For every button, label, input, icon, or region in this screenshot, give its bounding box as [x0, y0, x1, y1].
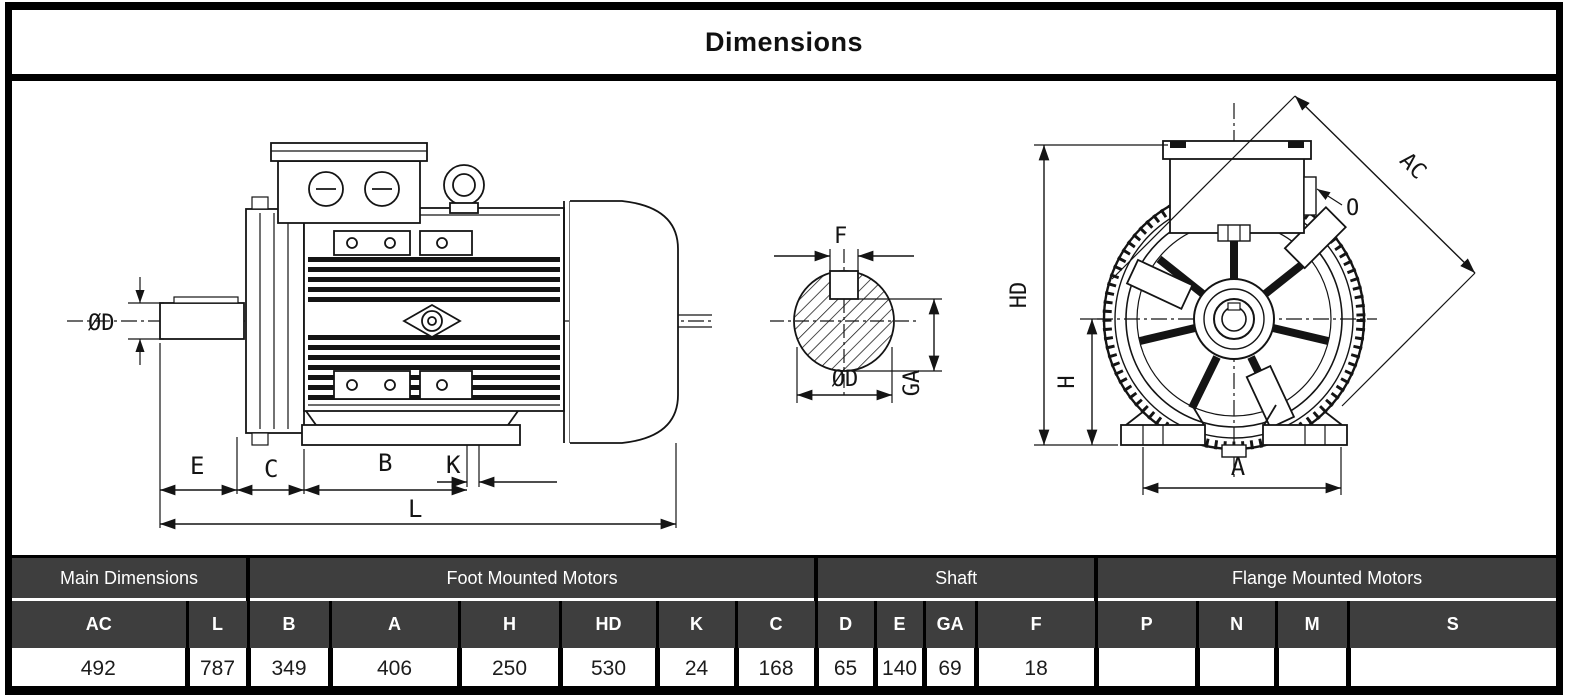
dim-label-c: C [264, 455, 278, 483]
side-view-labels: ØD E C B K L [88, 311, 461, 523]
col-header-f: F [976, 599, 1098, 651]
value-f: 18 [976, 649, 1099, 690]
col-header-l: L [187, 599, 250, 651]
value-c: 168 [736, 649, 819, 690]
col-header-ac: AC [12, 599, 189, 651]
value-s [1348, 649, 1556, 690]
value-hd: 530 [560, 649, 660, 690]
col-header-p: P [1096, 599, 1199, 651]
col-header-hd: HD [560, 599, 659, 651]
value-k: 24 [657, 649, 739, 690]
side-view-drawing [67, 142, 712, 530]
col-header-k: K [657, 599, 738, 651]
drawing-area: ØD E C B K L [12, 81, 1556, 555]
dim-label-section-diameter: ØD [832, 367, 859, 392]
value-ga: 69 [924, 649, 979, 690]
dim-label-ac: AC [1394, 148, 1430, 184]
shaft-section-labels: F GA ØD [832, 224, 925, 396]
value-b: 349 [248, 649, 333, 690]
col-header-e: E [875, 599, 926, 651]
dim-label-h: H [1055, 375, 1080, 388]
table-column-header-row: AC L B A H HD K C D E GA F P N M S [12, 599, 1556, 651]
col-header-s: S [1348, 599, 1556, 651]
value-ac: 492 [12, 649, 190, 690]
dimension-table: Main Dimensions Foot Mounted Motors Shaf… [12, 555, 1556, 690]
col-header-n: N [1197, 599, 1278, 651]
col-header-h: H [459, 599, 562, 651]
value-e: 140 [875, 649, 927, 690]
col-header-ga: GA [924, 599, 978, 651]
dim-label-o: O [1346, 196, 1359, 221]
group-header-main-dimensions: Main Dimensions [12, 556, 250, 601]
group-header-flange-mounted: Flange Mounted Motors [1096, 556, 1556, 601]
value-l: 787 [187, 649, 251, 690]
dim-label-shaft-diameter: ØD [88, 311, 115, 336]
dimension-table-section: Main Dimensions Foot Mounted Motors Shaf… [12, 555, 1556, 690]
dim-label-f: F [834, 224, 847, 249]
dim-label-l: L [408, 495, 422, 523]
title-bar: Dimensions [12, 10, 1556, 81]
col-header-d: D [816, 599, 877, 651]
dim-label-a: A [1231, 453, 1246, 481]
front-view-drawing [1034, 95, 1476, 495]
dim-label-hd: HD [1007, 282, 1032, 309]
group-header-foot-mounted: Foot Mounted Motors [248, 556, 819, 601]
value-h: 250 [459, 649, 563, 690]
dim-label-e: E [190, 452, 204, 480]
motor-dimension-drawing: ØD E C B K L [67, 95, 1476, 530]
page-title: Dimensions [704, 26, 864, 57]
table-value-row: 492 787 349 406 250 530 24 168 65 140 69… [12, 649, 1556, 690]
dim-label-b: B [378, 449, 392, 477]
dim-label-k: K [446, 451, 461, 479]
value-n [1197, 649, 1279, 690]
value-p [1096, 649, 1200, 690]
value-m [1276, 649, 1351, 690]
col-header-m: M [1276, 599, 1350, 651]
col-header-b: B [248, 599, 332, 651]
value-d: 65 [816, 649, 878, 690]
col-header-c: C [736, 599, 818, 651]
table-group-header-row: Main Dimensions Foot Mounted Motors Shaf… [12, 556, 1556, 601]
value-a: 406 [330, 649, 462, 690]
shaft-section-drawing [770, 249, 942, 403]
catalog-page: Dimensions [5, 2, 1563, 695]
dim-label-ga: GA [900, 370, 925, 397]
group-header-shaft: Shaft [816, 556, 1099, 601]
col-header-a: A [330, 599, 461, 651]
